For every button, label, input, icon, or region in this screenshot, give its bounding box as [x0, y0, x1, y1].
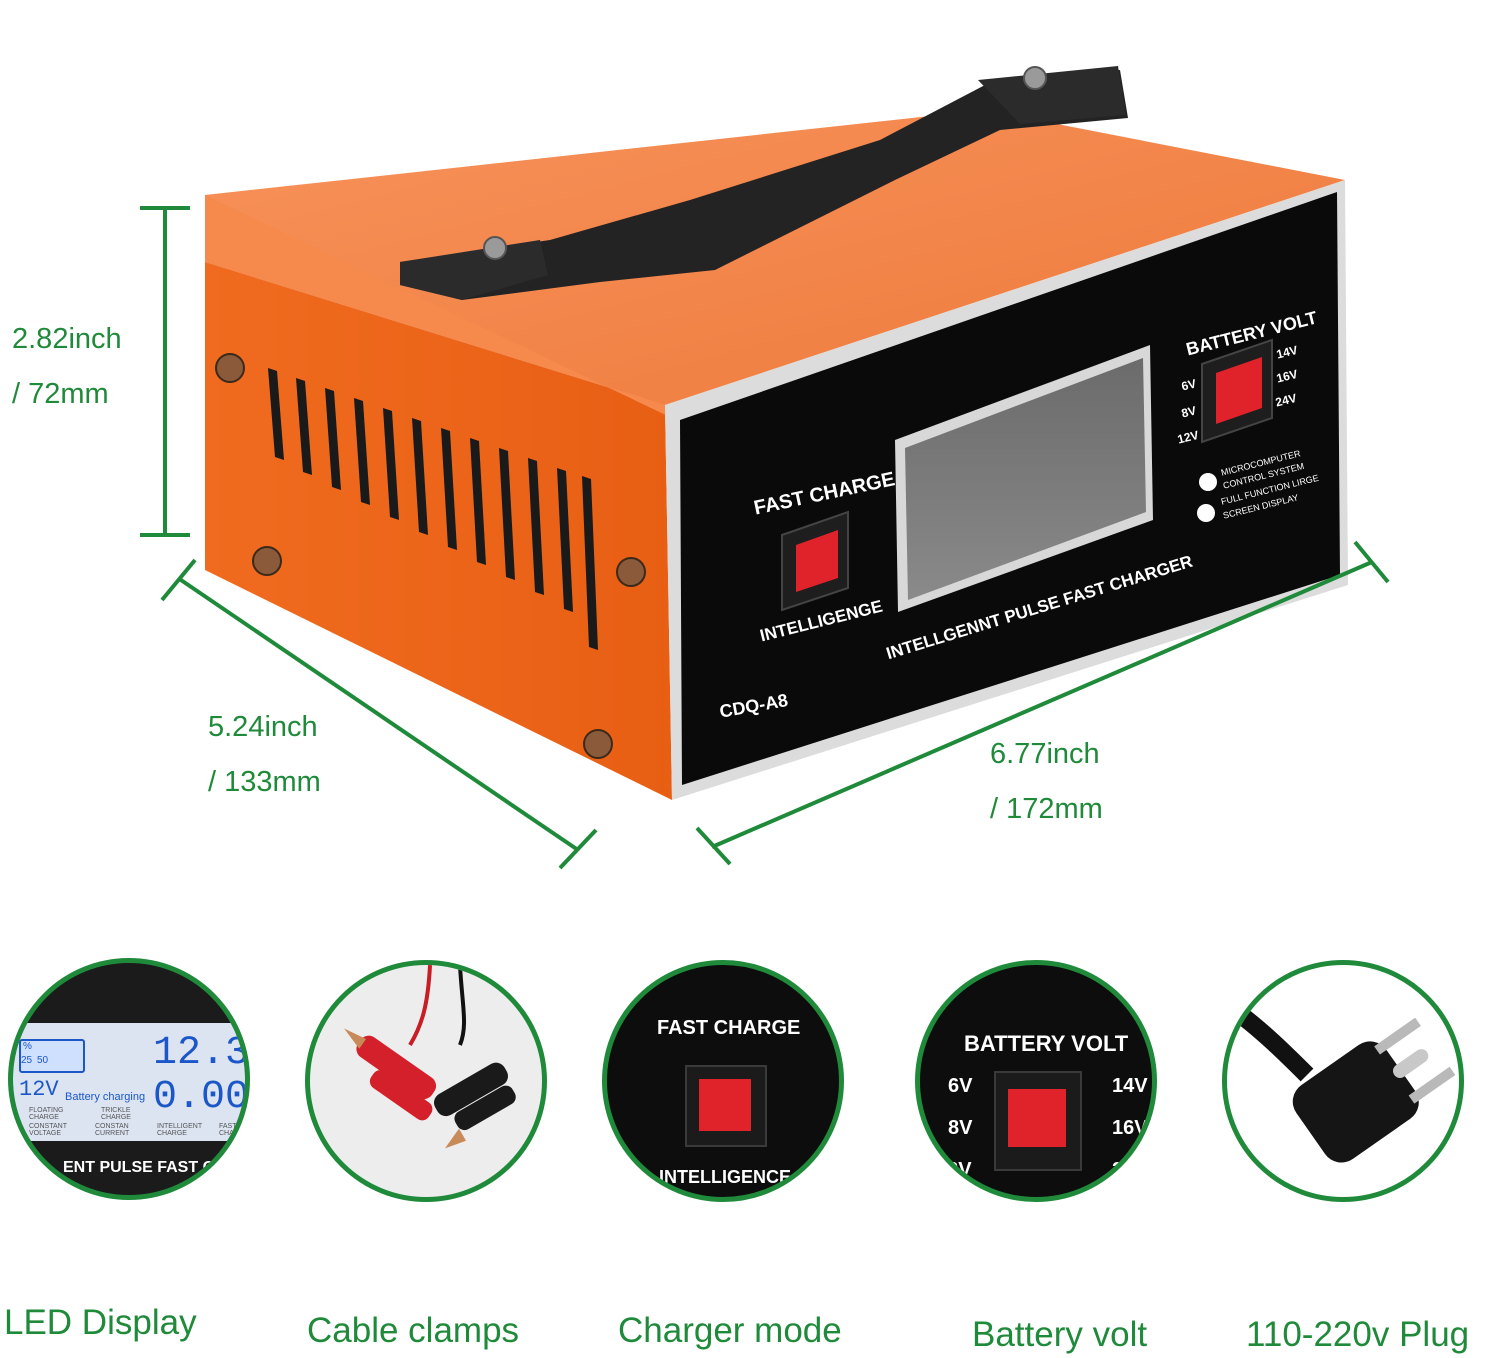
plug-icon	[1227, 997, 1456, 1163]
led-display-thumb: 25 50 % 12.3V 0.00A 12V Battery charging…	[8, 958, 250, 1200]
thumb-volt-8v: 8V	[948, 1117, 973, 1139]
caption-battery-volt: Battery volt	[972, 1315, 1148, 1354]
charger-lcd-screen	[905, 358, 1146, 600]
thumb-volt-14v: 14V	[1112, 1075, 1148, 1097]
lcd-mode-6: FAST CHARGE	[219, 1123, 249, 1137]
cable-clamps-thumb	[305, 960, 547, 1202]
lcd-pct-a: 25	[21, 1055, 33, 1066]
charger-handle	[400, 70, 1128, 300]
thumb-fast-charge-button	[699, 1079, 751, 1131]
lcd-mode-1: FLOATING CHARGE	[29, 1107, 64, 1121]
lcd-mode-3: CONSTANT VOLTAGE	[29, 1123, 67, 1137]
cable-clamps-icon	[344, 965, 516, 1149]
caption-plug: 110-220v Plug	[1246, 1315, 1470, 1354]
depth-mm-label: / 133mm	[208, 766, 321, 798]
height-mm-label: / 72mm	[12, 378, 109, 410]
thumb-volt-12v: 12V	[936, 1159, 972, 1181]
side-vents	[268, 368, 598, 650]
depth-dimension-line	[160, 558, 598, 870]
lcd-mode-5: INTELLIGENT CHARGE	[157, 1123, 202, 1137]
caption-charger-mode: Charger mode	[618, 1311, 842, 1350]
lcd-status: Battery charging	[65, 1091, 146, 1103]
caption-cable-clamps: Cable clamps	[307, 1311, 520, 1350]
lcd-mode-2: TRICKLE CHARGE	[101, 1107, 131, 1121]
lcd-current: 0.00A	[153, 1075, 250, 1120]
depth-inch-label: 5.24inch	[208, 711, 318, 743]
thumb-volt-16v: 16V	[1112, 1117, 1148, 1139]
thumb-fast-charge-label: FAST CHARGE	[657, 1017, 801, 1039]
height-inch-label: 2.82inch	[12, 323, 122, 355]
thumb-volt-6v: 6V	[948, 1075, 973, 1097]
charger-product-image	[140, 66, 1390, 870]
thumb-battery-volt-button	[1008, 1089, 1066, 1147]
plug-thumb	[1222, 960, 1464, 1202]
height-dimension-line	[140, 206, 190, 537]
charger-mode-thumb: FAST CHARGE INTELLIGENCE	[602, 960, 844, 1202]
side-screws	[215, 353, 646, 759]
width-mm-label: / 172mm	[990, 793, 1103, 825]
lcd-battery-type: 12V	[19, 1077, 59, 1102]
thumb-battery-volt-title: BATTERY VOLT	[964, 1031, 1129, 1056]
fast-charge-button-red	[796, 530, 838, 592]
lcd-pct-b: 50	[37, 1055, 49, 1066]
lcd-pct-top: %	[23, 1041, 32, 1052]
lcd-voltage: 12.3V	[153, 1031, 250, 1076]
charger-side-face	[205, 262, 672, 800]
lcd-mode-4: CONSTAN CURRENT	[95, 1123, 130, 1137]
caption-led-display: LED Display	[4, 1303, 197, 1342]
battery-volt-thumb: BATTERY VOLT 6V 8V 12V 14V 16V 24V	[915, 960, 1157, 1202]
width-dimension-line	[695, 540, 1390, 866]
thumb-volt-24v: 24V	[1112, 1159, 1148, 1181]
battery-volt-button-red	[1216, 357, 1262, 424]
width-inch-label: 6.77inch	[990, 738, 1100, 770]
thumb-intelligence-label: INTELLIGENCE	[659, 1167, 792, 1187]
lcd-bottom-text: ENT PULSE FAST C	[63, 1159, 215, 1176]
